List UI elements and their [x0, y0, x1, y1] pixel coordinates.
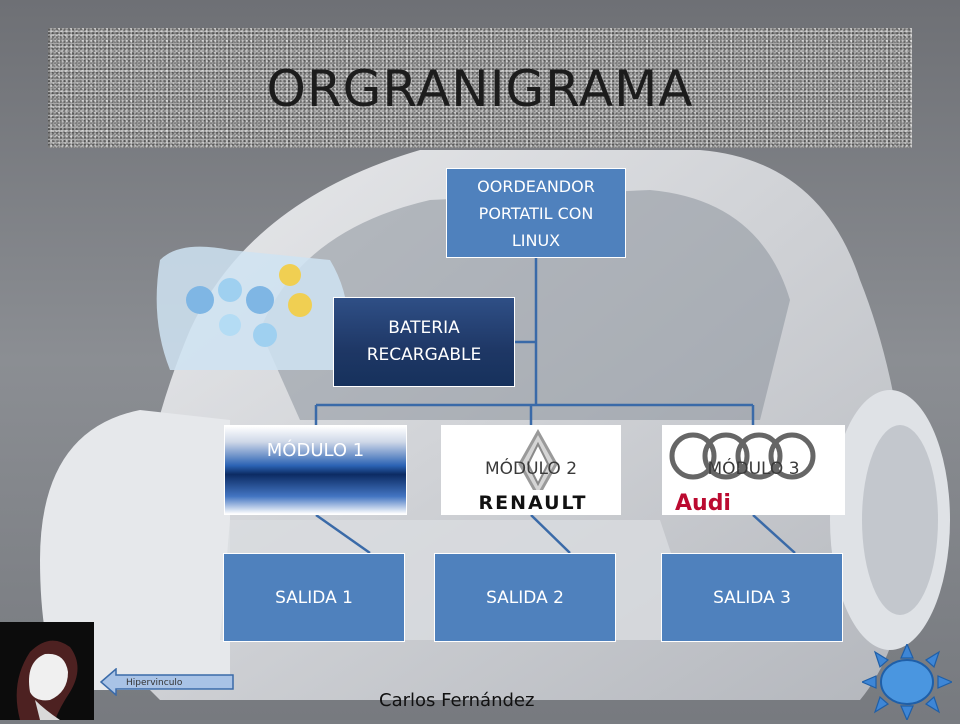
- output-2-label: SALIDA 2: [486, 587, 564, 608]
- module-3-label: MÓDULO 3: [707, 459, 800, 479]
- root-line-2: PORTATIL CON: [478, 203, 594, 223]
- battery-line-2: RECARGABLE: [366, 345, 482, 365]
- org-node-battery: BATERIA RECARGABLE: [333, 297, 515, 387]
- battery-line-1: BATERIA: [388, 318, 460, 338]
- author-name: Carlos Fernández: [379, 690, 535, 711]
- org-node-module-1: MÓDULO 1: [224, 425, 407, 515]
- root-line-3: LINUX: [511, 230, 561, 250]
- root-line-1: OORDEANDOR: [477, 176, 595, 196]
- hyperlink-label[interactable]: Hipervinculo: [126, 678, 183, 688]
- title-banner: ORGRANIGRAMA: [48, 28, 912, 148]
- sun-icon[interactable]: [862, 644, 952, 720]
- left-arrow-icon[interactable]: [100, 668, 234, 696]
- renault-logo-icon: RENAULT: [458, 428, 608, 514]
- thumbnail-image: [0, 622, 94, 720]
- slide-title: ORGRANIGRAMA: [266, 60, 694, 118]
- output-3-label: SALIDA 3: [713, 587, 791, 608]
- audi-logo-icon: Audi: [669, 432, 816, 516]
- org-node-output-2: SALIDA 2: [434, 553, 616, 642]
- org-node-output-3: SALIDA 3: [661, 553, 843, 642]
- org-node-module-2: RENAULT MÓDULO 2: [441, 425, 621, 515]
- org-node-module-3: Audi MÓDULO 3: [662, 425, 845, 516]
- audi-logo-text: Audi: [675, 491, 731, 516]
- output-1-label: SALIDA 1: [275, 587, 353, 608]
- module-2-label: MÓDULO 2: [484, 459, 578, 479]
- org-node-output-1: SALIDA 1: [223, 553, 405, 642]
- org-node-root: OORDEANDOR PORTATIL CON LINUX: [446, 168, 626, 258]
- renault-logo-text: RENAULT: [479, 492, 588, 514]
- module-1-label: MÓDULO 1: [266, 439, 365, 461]
